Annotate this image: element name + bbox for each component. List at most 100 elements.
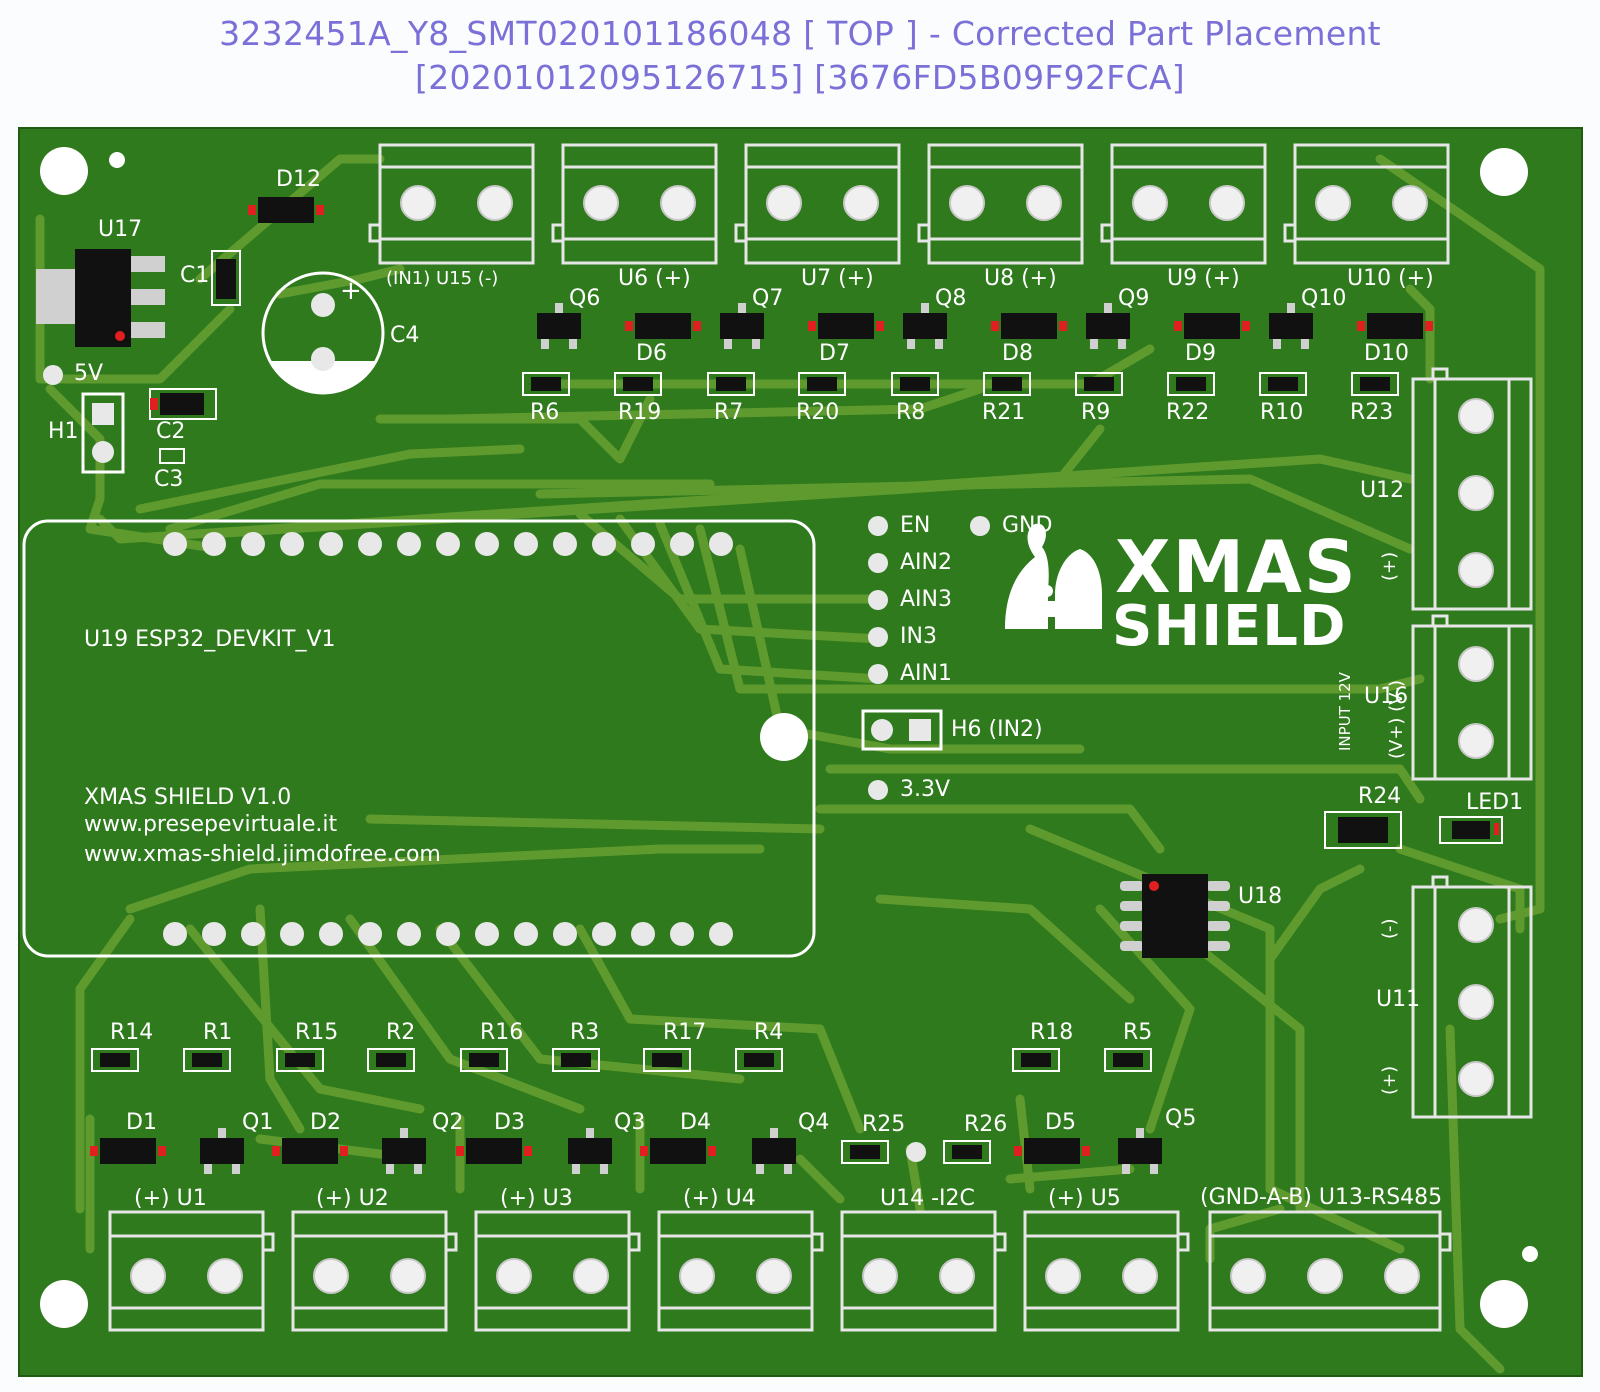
diode-footprint bbox=[650, 1138, 706, 1164]
label-r10: R10 bbox=[1260, 400, 1304, 425]
label-q5: Q5 bbox=[1165, 1106, 1197, 1131]
resistor-footprint bbox=[891, 372, 939, 396]
label-u12-plus: (+) bbox=[1379, 551, 1400, 581]
resistor-footprint bbox=[1104, 1048, 1152, 1072]
label-d10: D10 bbox=[1364, 341, 1409, 366]
transistor-footprint bbox=[1269, 313, 1313, 339]
diode-footprint bbox=[635, 313, 691, 339]
label-5v: 5V bbox=[74, 361, 104, 386]
label-u14-i2c: U14 -I2C bbox=[880, 1186, 975, 1211]
label-in1-u15: (IN1) U15 (-) bbox=[386, 268, 499, 289]
mounting-holes bbox=[40, 147, 1538, 1328]
top-terminal-pads bbox=[400, 185, 1428, 221]
label-ain3: AIN3 bbox=[900, 587, 952, 612]
label-q7: Q7 bbox=[752, 286, 784, 311]
right-terminal-pads bbox=[1458, 398, 1494, 1097]
esp32-pins bbox=[163, 532, 733, 946]
label-q1: Q1 bbox=[242, 1110, 274, 1135]
pcb-artwork: + bbox=[22, 143, 1545, 1374]
resistor-footprint bbox=[1259, 372, 1307, 396]
label-u1: (+) U1 bbox=[134, 1186, 207, 1211]
bottom-terminal-pads bbox=[130, 1258, 1420, 1294]
transistor-footprint bbox=[200, 1138, 244, 1164]
label-r26: R26 bbox=[964, 1112, 1008, 1137]
label-r23: R23 bbox=[1350, 400, 1394, 425]
label-r14: R14 bbox=[110, 1020, 154, 1045]
label-r25: R25 bbox=[862, 1112, 906, 1137]
transistor-footprint bbox=[752, 1138, 796, 1164]
label-shield-version: XMAS SHIELD V1.0 bbox=[84, 785, 292, 810]
label-r4: R4 bbox=[754, 1020, 784, 1045]
label-input-12v: INPUT 12V bbox=[1336, 672, 1354, 751]
resistor-footprint bbox=[798, 372, 846, 396]
label-u5: (+) U5 bbox=[1048, 1186, 1121, 1211]
label-c1: C1 bbox=[180, 263, 210, 288]
diode-footprint bbox=[466, 1138, 522, 1164]
label-u18: U18 bbox=[1238, 884, 1283, 909]
label-d7: D7 bbox=[819, 341, 850, 366]
label-r20: R20 bbox=[796, 400, 840, 425]
copper-traces bbox=[35, 154, 1545, 1374]
label-r1: R1 bbox=[203, 1020, 233, 1045]
diode-footprint bbox=[1367, 313, 1423, 339]
label-q3: Q3 bbox=[614, 1110, 646, 1135]
transistor-footprint bbox=[568, 1138, 612, 1164]
label-r18: R18 bbox=[1030, 1020, 1074, 1045]
placement-title: 3232451A_Y8_SMT020101186048 [ TOP ] - Co… bbox=[219, 14, 1381, 53]
label-r24: R24 bbox=[1358, 784, 1402, 809]
label-q9: Q9 bbox=[1118, 286, 1150, 311]
resistor-footprint bbox=[522, 372, 570, 396]
label-r15: R15 bbox=[295, 1020, 339, 1045]
diode-footprint bbox=[100, 1138, 156, 1164]
label-u19: U19 ESP32_DEVKIT_V1 bbox=[84, 627, 336, 652]
label-q2: Q2 bbox=[432, 1110, 464, 1135]
resistor-footprint bbox=[983, 372, 1031, 396]
label-r17: R17 bbox=[663, 1020, 707, 1045]
label-d1: D1 bbox=[126, 1110, 157, 1135]
transistor-footprint bbox=[1086, 313, 1130, 339]
label-u11: U11 bbox=[1376, 987, 1421, 1012]
label-url-xmas-shield: www.xmas-shield.jimdofree.com bbox=[84, 842, 441, 867]
pcb-board: + bbox=[18, 127, 1583, 1377]
logo-xmas: XMAS bbox=[1115, 525, 1358, 609]
resistor-footprint bbox=[643, 1048, 691, 1072]
transistor-footprint bbox=[537, 313, 581, 339]
label-u16-polarity: (V+) (V-) bbox=[1386, 680, 1407, 759]
transistor-footprint bbox=[1118, 1138, 1162, 1164]
resistor-footprint bbox=[460, 1048, 508, 1072]
label-u13-rs485: (GND-A-B) U13-RS485 bbox=[1200, 1185, 1443, 1210]
top-terminal-blocks bbox=[368, 143, 1450, 265]
label-u17: U17 bbox=[98, 217, 143, 242]
label-u3: (+) U3 bbox=[500, 1186, 573, 1211]
label-d3: D3 bbox=[494, 1110, 525, 1135]
resistor-footprint bbox=[707, 372, 755, 396]
label-u7: U7 (+) bbox=[801, 266, 874, 291]
right-terminal-blocks bbox=[1411, 367, 1533, 1119]
label-h6: H6 (IN2) bbox=[951, 717, 1043, 742]
label-d6: D6 bbox=[636, 341, 667, 366]
resistor-footprint bbox=[841, 1140, 889, 1164]
diode-footprint bbox=[1001, 313, 1057, 339]
transistor-footprint bbox=[720, 313, 764, 339]
label-d4: D4 bbox=[680, 1110, 711, 1135]
label-h1: H1 bbox=[48, 419, 79, 444]
h1-header bbox=[81, 392, 125, 474]
label-c4: C4 bbox=[390, 323, 420, 348]
diode-footprint bbox=[818, 313, 874, 339]
label-q10: Q10 bbox=[1301, 286, 1347, 311]
label-gnd: GND bbox=[1002, 513, 1053, 538]
label-u10: U10 (+) bbox=[1347, 266, 1434, 291]
resistor-footprint bbox=[276, 1048, 324, 1072]
label-r21: R21 bbox=[982, 400, 1026, 425]
label-r3: R3 bbox=[570, 1020, 600, 1045]
label-u6: U6 (+) bbox=[618, 266, 691, 291]
label-u8: U8 (+) bbox=[984, 266, 1057, 291]
resistor-footprint bbox=[614, 372, 662, 396]
label-d9: D9 bbox=[1185, 341, 1216, 366]
label-u16: U16 bbox=[1364, 684, 1409, 709]
label-r7: R7 bbox=[714, 400, 744, 425]
label-u4: (+) U4 bbox=[683, 1186, 756, 1211]
resistor-footprint bbox=[1075, 372, 1123, 396]
r24-led1 bbox=[1324, 811, 1503, 849]
label-c2: C2 bbox=[156, 419, 186, 444]
